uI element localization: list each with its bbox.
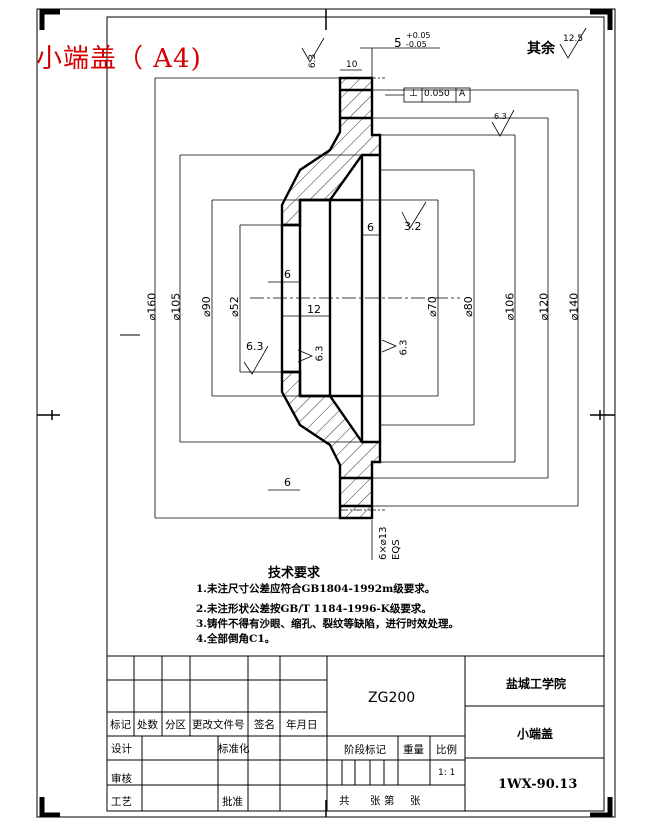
rough-label-4: 6.3 xyxy=(246,340,264,353)
sheet-current-label: 第 xyxy=(384,795,395,807)
note-3: 3.铸件不得有沙眼、缩孔、裂纹等缺陷，进行时效处理。 xyxy=(196,618,459,630)
roughness-symbols xyxy=(243,27,587,375)
drawing-number: 1WX-90.13 xyxy=(498,777,578,792)
centering-marks xyxy=(37,9,615,817)
dim-52: ⌀52 xyxy=(227,296,241,317)
remaining-surface-value: 12.5 xyxy=(563,34,584,44)
dim-106: ⌀106 xyxy=(503,292,517,321)
dim-90: ⌀90 xyxy=(199,296,213,317)
rough-label-3: 3.2 xyxy=(404,220,422,233)
dim-12: 12 xyxy=(307,303,321,316)
ratio-label: 比例 xyxy=(436,744,457,756)
sheet-title: 小端盖（ A4) xyxy=(36,44,202,74)
rough-label-1: 6.3 xyxy=(308,53,319,69)
tol-upper: +0.05 xyxy=(406,31,431,40)
review-label: 审核 xyxy=(111,773,132,785)
dim-lines-left xyxy=(154,77,362,519)
part-name: 小端盖 xyxy=(517,727,554,741)
technical-notes: 技术要求 1.未注尺寸公差应符合GB1804-1992m级要求。 2.未注形状公… xyxy=(196,566,476,646)
design-label: 设计 xyxy=(111,743,132,755)
dim-70: ⌀70 xyxy=(425,296,439,317)
dim-lines-right xyxy=(362,89,579,507)
sheet-total-label: 共 xyxy=(339,795,350,807)
bore-outline xyxy=(280,88,382,508)
stage-label: 阶段标记 xyxy=(344,744,386,756)
rough-label-6: 6.3 xyxy=(398,339,410,356)
holes-label: 6×⌀13 xyxy=(378,526,389,561)
dim-5: 5 xyxy=(394,36,402,50)
remaining-surface-label: 其余 xyxy=(527,41,555,57)
weight-label: 重量 xyxy=(403,744,424,756)
perpendicularity-icon: ⊥ xyxy=(409,88,418,99)
sheet-unit-1: 张 xyxy=(370,795,381,807)
row-label-sign: 签名 xyxy=(254,719,275,731)
dim-6-upper: 6 xyxy=(284,268,291,281)
dim-6-right: 6 xyxy=(367,221,374,234)
note-1: 1.未注尺寸公差应符合GB1804-1992m级要求。 xyxy=(196,583,436,595)
dim-6-lower: 6 xyxy=(284,476,291,489)
dim-10: 10 xyxy=(346,60,358,70)
craft-label: 工艺 xyxy=(111,796,132,808)
rough-label-2: 6.3 xyxy=(494,112,507,121)
dim-lines-small xyxy=(268,47,440,560)
row-label-change: 更改文件号 xyxy=(192,719,245,731)
note-4: 4.全部倒角C1。 xyxy=(196,633,276,645)
sheet-unit-2: 张 xyxy=(410,795,421,807)
material: ZG200 xyxy=(368,690,416,706)
corner-marks xyxy=(39,9,613,818)
row-label-mark: 标记 xyxy=(110,719,131,731)
dim-140: ⌀140 xyxy=(567,292,581,321)
tolerance-datum: A xyxy=(459,89,466,99)
dim-120: ⌀120 xyxy=(537,292,551,321)
scale-value: 1: 1 xyxy=(438,768,456,778)
school-name: 盐城工学院 xyxy=(506,677,567,691)
row-label-count: 处数 xyxy=(137,719,158,731)
approve-label: 批准 xyxy=(222,796,243,808)
standard-label: 标准化 xyxy=(218,743,250,755)
rough-label-5: 6.3 xyxy=(314,345,326,362)
note-2: 2.未注形状公差按GB/T 1184-1996-K级要求。 xyxy=(196,603,432,615)
title-block-grid xyxy=(106,655,605,812)
row-label-date: 年月日 xyxy=(286,719,318,731)
row-label-zone: 分区 xyxy=(165,719,186,731)
dim-80: ⌀80 xyxy=(461,296,475,317)
tolerance-value: 0.050 xyxy=(424,89,450,99)
eqs-label: EQS xyxy=(391,539,402,560)
dim-160: ⌀160 xyxy=(145,292,159,321)
notes-title: 技术要求 xyxy=(268,566,321,581)
tol-lower: -0.05 xyxy=(406,40,427,49)
tolerance-frame xyxy=(385,87,471,103)
dim-105: ⌀105 xyxy=(169,292,183,321)
